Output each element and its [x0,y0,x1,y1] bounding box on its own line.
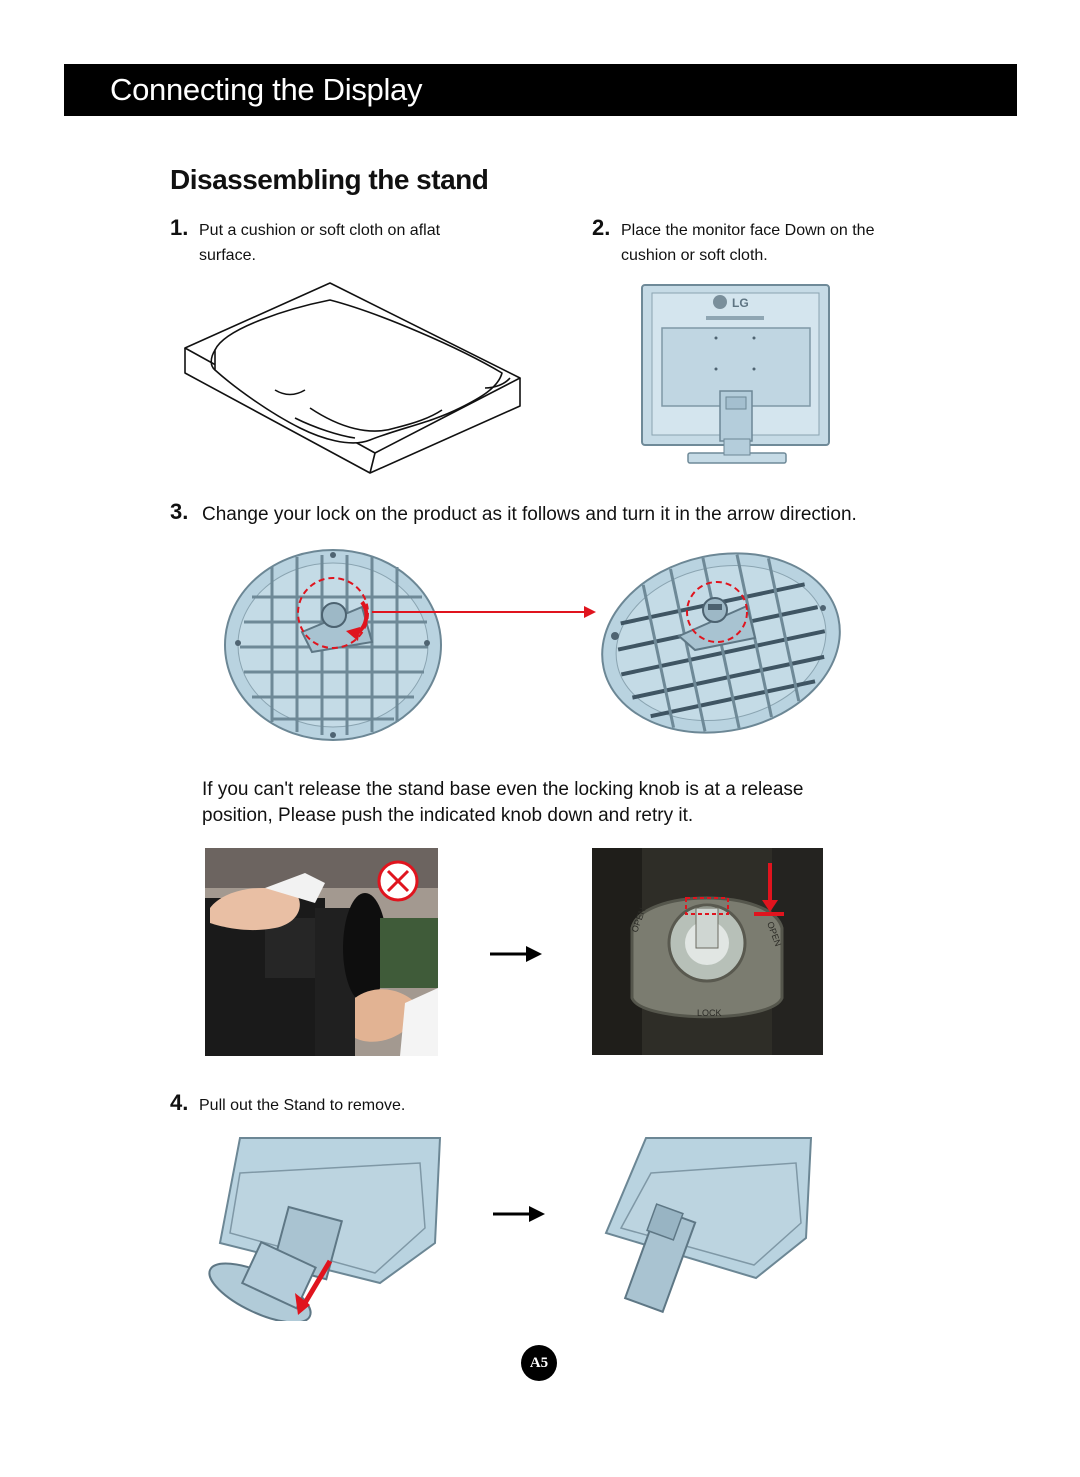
step-3-text: Change your lock on the product as it fo… [202,504,857,525]
stand-base-locked-illustration [222,547,444,743]
page-header-title: Connecting the Display [110,72,423,107]
step-1-number: 1. [170,215,189,240]
release-note-text: If you can't release the stand base even… [202,779,804,826]
section-title: Disassembling the stand [170,164,489,195]
step-4-number: 4. [170,1090,189,1115]
step-2-text: Place the monitor face Down on the cushi… [621,222,875,264]
lock-label-lock: LOCK [697,1008,722,1018]
step-4-text: Pull out the Stand to remove. [199,1097,406,1114]
stand-base-unlocked-illustration [597,548,845,738]
monitor-back-illustration: LG [640,283,831,465]
monitor-logo-text: LG [732,296,749,310]
black-arrow-right [490,943,542,965]
step-1-text: Put a cushion or soft cloth on aflat sur… [199,222,441,264]
step-3-number: 3. [170,499,189,524]
stand-removed-illustration [596,1133,814,1321]
header-bar: Connecting the Display [64,64,1017,116]
hands-on-stand-photo [205,848,438,1056]
stand-pull-before-illustration [200,1133,443,1321]
red-direction-arrow [372,604,598,620]
page-number-badge: A5 [521,1345,557,1381]
step-2-number: 2. [592,215,611,240]
cushion-illustration [180,278,525,474]
prohibited-icon [376,856,420,906]
lock-knob-photo: OPEN OPEN LOCK [592,848,823,1055]
black-arrow-right-2 [493,1203,545,1225]
